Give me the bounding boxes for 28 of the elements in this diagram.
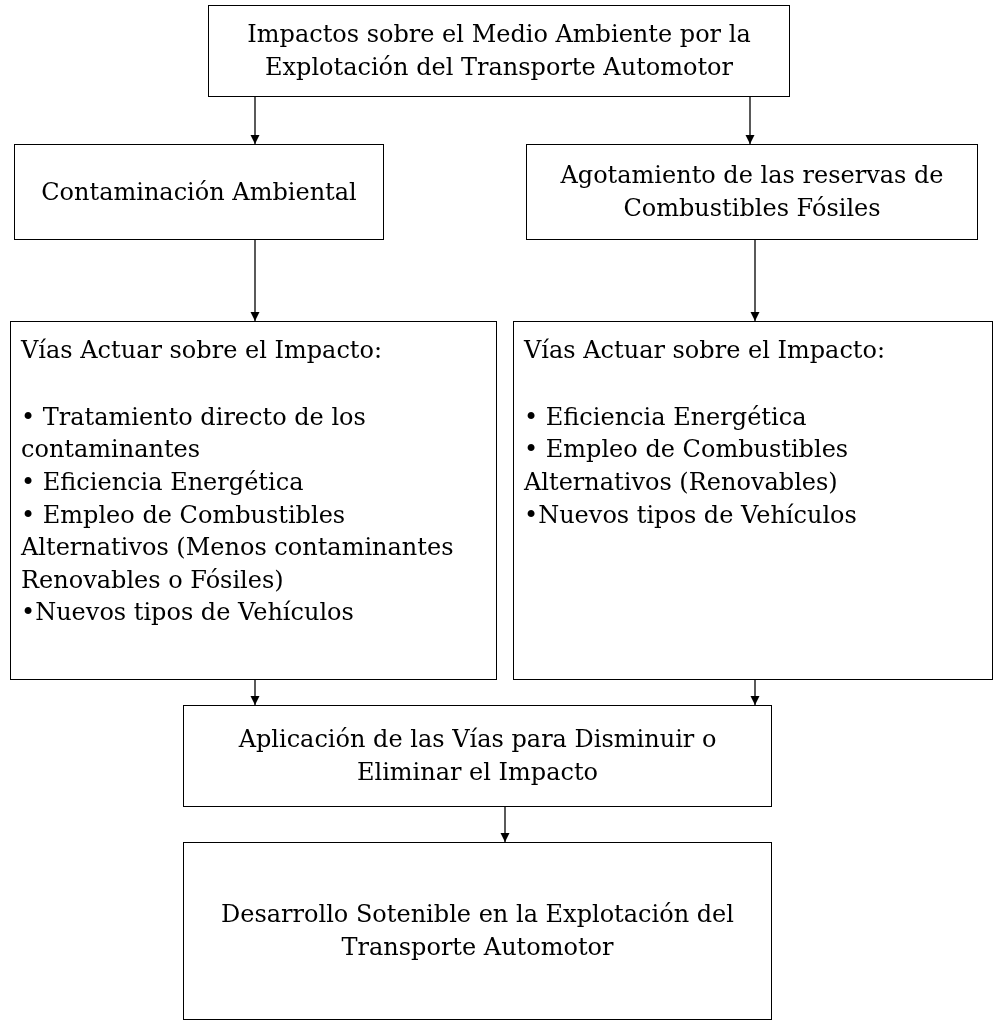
process-box xyxy=(513,321,993,680)
arrow xyxy=(745,96,755,145)
process-box xyxy=(183,842,772,1020)
box-heading: Vías Actuar sobre el Impacto: xyxy=(524,335,887,366)
bullet-item: •Nuevos tipos de Vehículos xyxy=(524,499,858,531)
arrow xyxy=(750,239,760,322)
bullet-item: • Empleo de Combustibles Alternativos (Renovables) xyxy=(524,434,850,498)
process-box xyxy=(183,705,772,807)
bullet-item: • Eficiencia Energética xyxy=(524,401,808,433)
bullet-item: • Empleo de Combustibles Alternativos (Menos contaminantes Renovables o Fósiles) xyxy=(21,499,455,596)
box-text: Aplicación de las Vías para Disminuir o Eliminar el Impacto xyxy=(237,724,718,788)
box-text: Agotamiento de las reservas de Combustibles Fósiles xyxy=(559,160,945,224)
process-box xyxy=(526,144,978,240)
arrow xyxy=(500,806,510,843)
box-text: Impactos sobre el Medio Ambiente por la Explotación del Transporte Automotor xyxy=(246,19,752,83)
box-heading: Vías Actuar sobre el Impacto: xyxy=(21,335,384,366)
arrow xyxy=(250,679,260,706)
box-text: Contaminación Ambiental xyxy=(41,176,357,208)
process-box xyxy=(208,5,790,97)
arrow xyxy=(250,96,260,145)
arrow xyxy=(750,679,760,706)
process-box xyxy=(10,321,497,680)
process-box xyxy=(14,144,384,240)
bullet-item: • Eficiencia Energética xyxy=(21,466,305,498)
bullet-item: • Tratamiento directo de los contaminantes xyxy=(21,401,367,466)
bullet-item: •Nuevos tipos de Vehículos xyxy=(21,597,355,629)
box-text: Desarrollo Sotenible en la Explotación del Transporte Automotor xyxy=(220,899,735,963)
arrow xyxy=(250,239,260,322)
